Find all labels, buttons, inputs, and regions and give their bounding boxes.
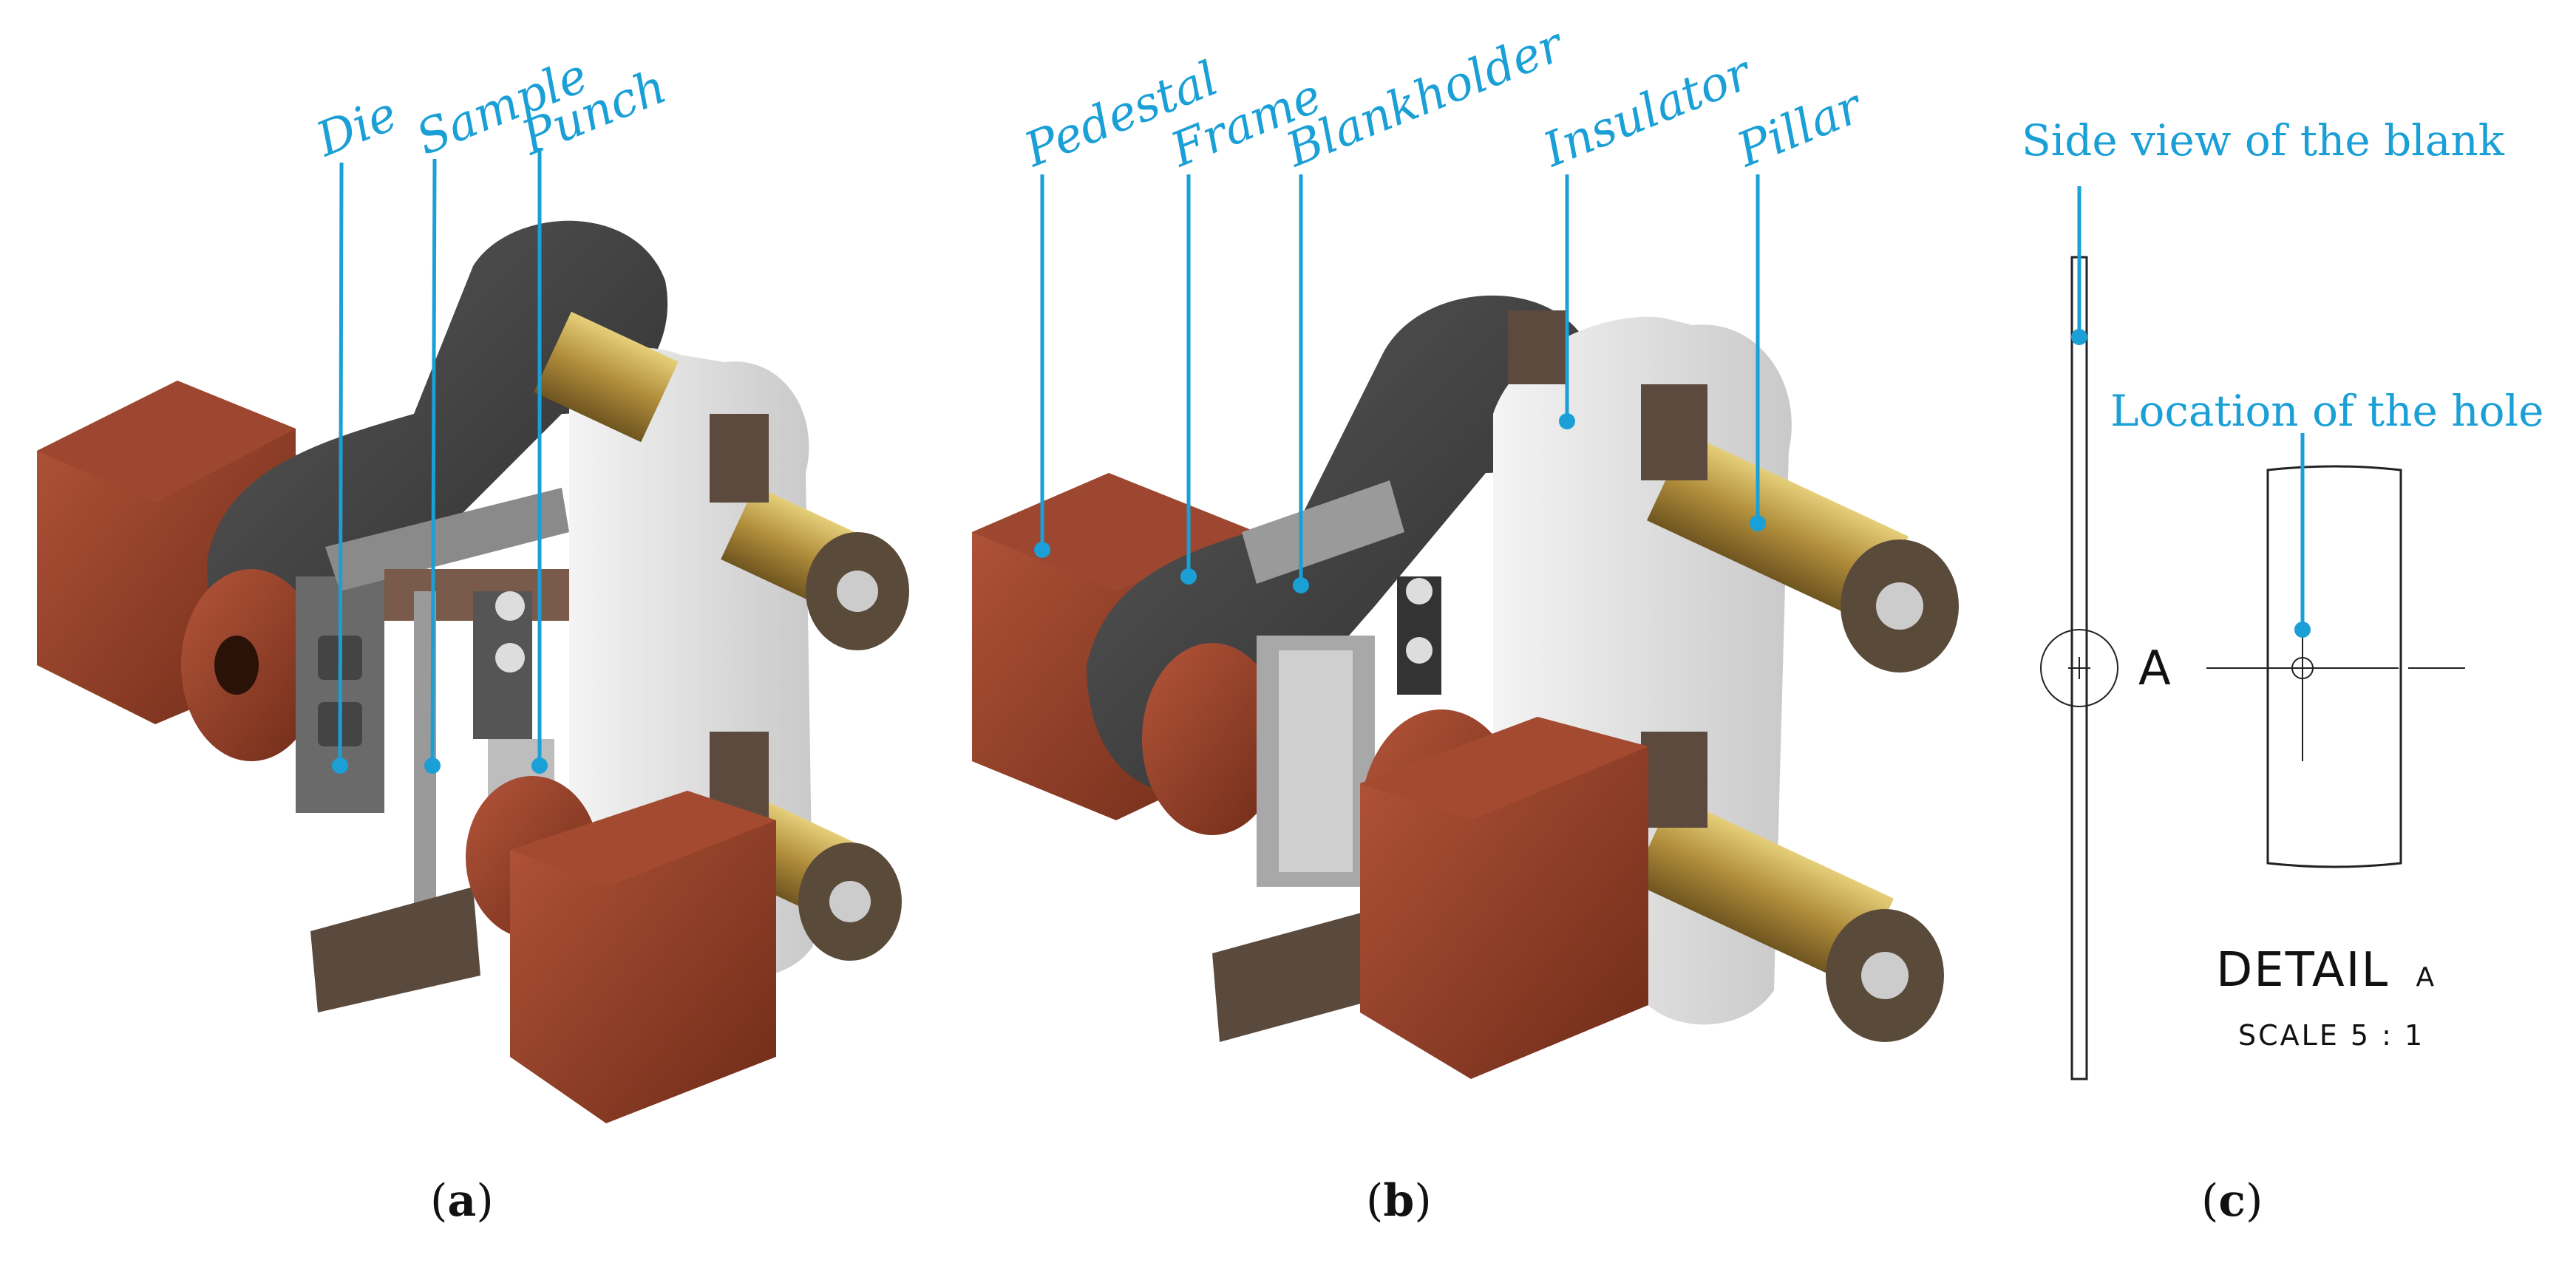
panel-label-b-letter: b: [1383, 1175, 1414, 1227]
blank-detail-view: [2266, 465, 2402, 868]
panel-b-illustration: [972, 295, 1959, 1079]
panel-label-b: (b): [1366, 1175, 1432, 1227]
panel-label-a-letter: a: [447, 1175, 476, 1227]
callout-hole-location: Location of the hole: [2110, 386, 2543, 436]
hole-circle: [2291, 657, 2314, 679]
callout-insulator: Insulator: [1535, 45, 1760, 178]
detail-circle: [2040, 629, 2118, 707]
panel-label-c-letter: c: [2218, 1175, 2246, 1227]
detail-title-suffix: A: [2416, 962, 2436, 993]
callout-die: Die: [308, 86, 404, 168]
detail-title: DETAIL A: [2216, 943, 2436, 998]
leaders: [332, 148, 2311, 774]
panel-label-a: (a): [430, 1175, 494, 1227]
detail-marker: A: [2138, 641, 2172, 696]
detail-scale: SCALE 5 : 1: [2238, 1019, 2424, 1052]
callout-side-view: Side view of the blank: [2022, 115, 2505, 166]
panel-label-c: (c): [2201, 1175, 2263, 1227]
panel-a-illustration: [37, 220, 909, 1123]
detail-title-text: DETAIL: [2216, 943, 2389, 998]
callout-blankholder: Blankholder: [1278, 17, 1572, 178]
